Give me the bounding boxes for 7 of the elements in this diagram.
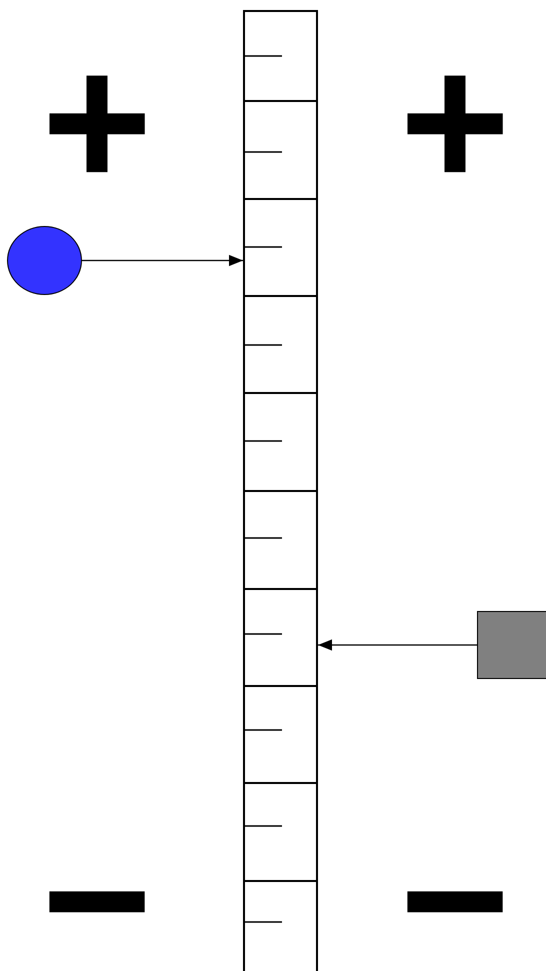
arrow [318, 639, 477, 651]
charge-sign: − [400, 805, 510, 971]
charge-sign: + [400, 27, 510, 217]
arrow [82, 254, 243, 266]
charge-sign: − [42, 805, 152, 971]
charge-sign: + [42, 27, 152, 217]
square [477, 611, 546, 679]
